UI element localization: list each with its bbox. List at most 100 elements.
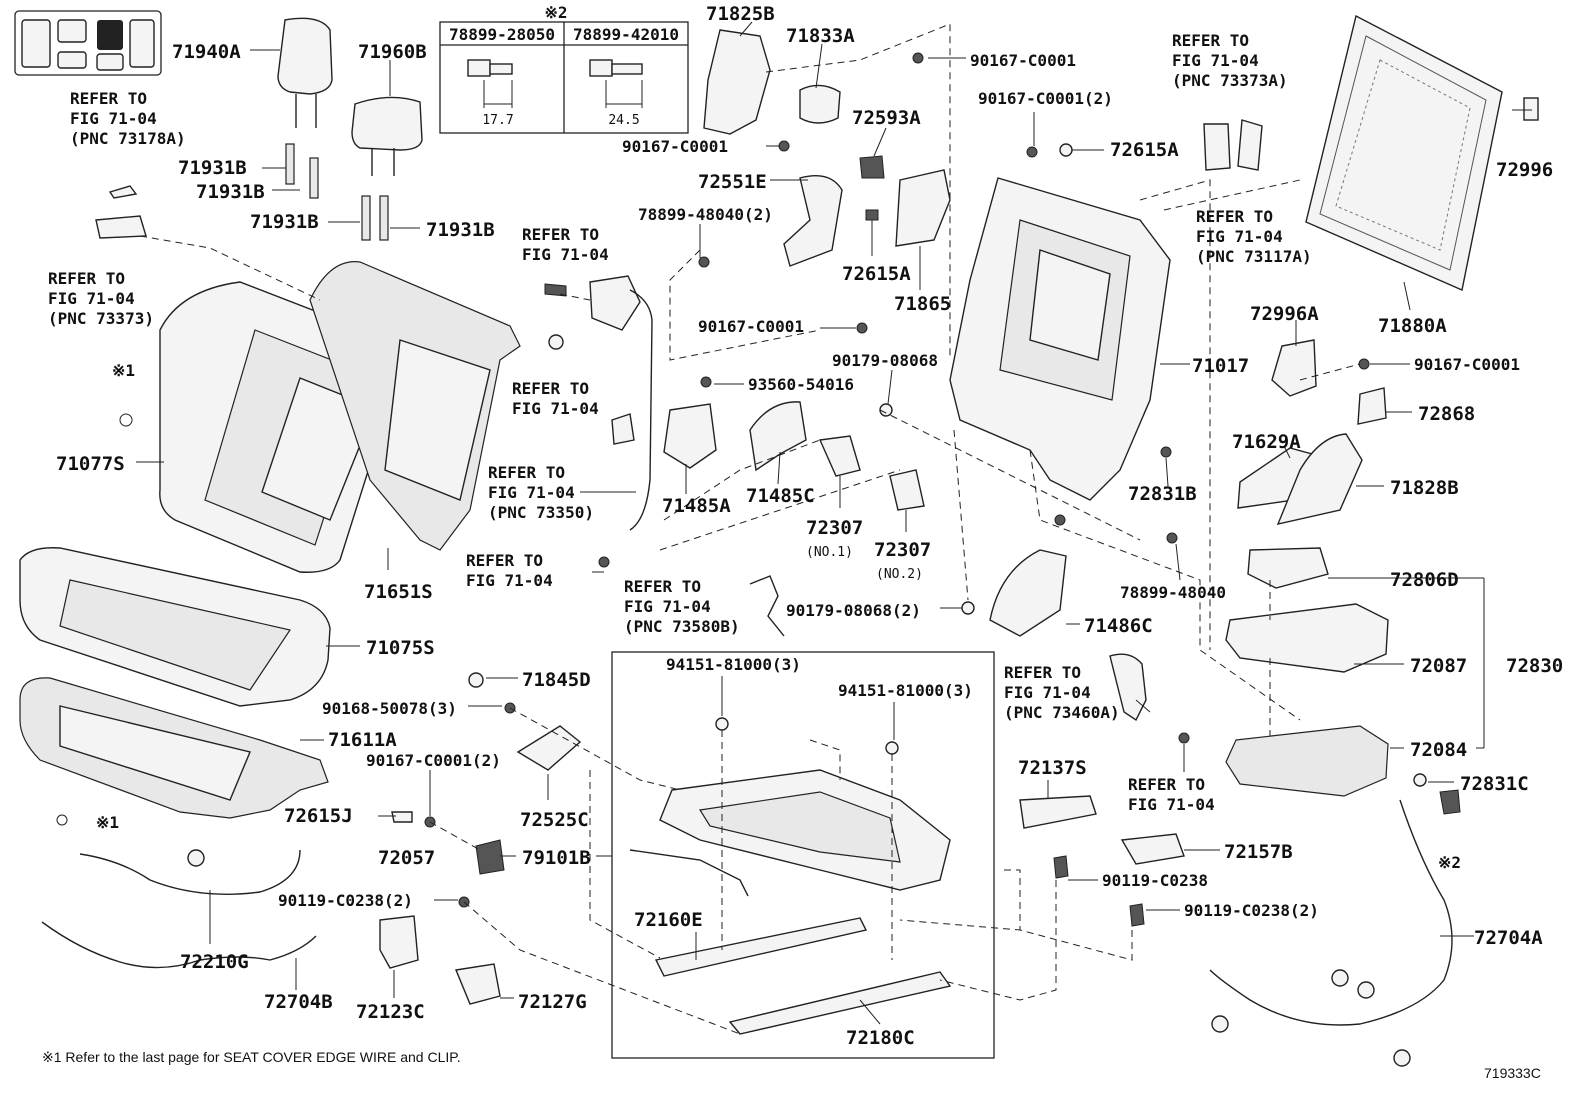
svg-text:(PNC 73350): (PNC 73350): [488, 503, 594, 522]
label-72160E: 72160E: [634, 909, 703, 931]
clip-ring-icon: [1211, 1015, 1229, 1033]
label-71931B-1: 71931B: [178, 157, 247, 179]
table-part-2: 78899-42010: [573, 25, 679, 44]
bolt-93560: [700, 376, 712, 388]
seat-rail-72160E: [654, 917, 868, 977]
label-71931B-2: 71931B: [196, 181, 265, 203]
label-90167-c2: 90167-C0001(2): [978, 89, 1113, 108]
bolt-icon: [598, 556, 610, 568]
headrest-71940A: [277, 17, 333, 128]
label-72996A: 72996A: [1250, 303, 1319, 325]
cover-72996A: [1271, 339, 1317, 397]
label-71865: 71865: [894, 293, 951, 315]
label-72704A: 72704A: [1474, 927, 1543, 949]
svg-text:REFER TO: REFER TO: [488, 463, 565, 482]
svg-text:REFER TO: REFER TO: [522, 225, 599, 244]
svg-text:FIG 71-04: FIG 71-04: [522, 245, 609, 264]
label-71931B-4: 71931B: [426, 219, 495, 241]
label-72996: 72996: [1496, 159, 1553, 181]
svg-text:REFER TO: REFER TO: [70, 89, 147, 108]
fastener-table: ※2 78899-28050 78899-42010 17.7 24.5: [439, 3, 689, 134]
label-90167-top: 90167-C0001: [970, 51, 1076, 70]
label-72615A-top: 72615A: [1110, 139, 1179, 161]
label-71825B: 71825B: [706, 3, 775, 25]
lock-71485C: [749, 401, 807, 472]
bolt-72831B: [1160, 446, 1172, 458]
label-72307-no2: 72307: [874, 539, 931, 561]
bolt-78899-48040: [1166, 532, 1178, 544]
label-71485C: 71485C: [746, 485, 815, 507]
refer-r7: REFER TO FIG 71-04 (PNC 73580B): [624, 577, 740, 636]
handle-71865: [895, 169, 951, 247]
table-note-mark: ※2: [544, 3, 567, 22]
label-90119-center: 90119-C0238: [1102, 871, 1208, 890]
refer-r6: REFER TO FIG 71-04: [466, 551, 553, 590]
label-72084: 72084: [1410, 739, 1467, 761]
label-72593A: 72593A: [852, 107, 921, 129]
cover-71825B: [703, 29, 771, 135]
label-71017: 71017: [1192, 355, 1249, 377]
label-72806D: 72806D: [1390, 569, 1459, 591]
bolt-90167-c2: [1026, 146, 1038, 158]
seat-frame-71611A: [19, 677, 329, 819]
label-72307-no1-note: (NO.1): [806, 545, 853, 560]
bolt-90119-right: [1129, 903, 1145, 927]
refer-r9: REFER TO FIG 71-04 (PNC 73117A): [1196, 207, 1312, 266]
svg-text:(PNC 73117A): (PNC 73117A): [1196, 247, 1312, 266]
svg-text:(PNC 73580B): (PNC 73580B): [624, 617, 740, 636]
svg-text:REFER TO: REFER TO: [1004, 663, 1081, 682]
bolt-90167-top: [778, 140, 790, 152]
label-72210G: 72210G: [180, 951, 249, 973]
cover-71486C: [989, 549, 1067, 637]
label-90167-c2-lower: 90167-C0001(2): [366, 751, 501, 770]
label-71828B: 71828B: [1390, 477, 1459, 499]
label-72615J: 72615J: [284, 805, 353, 827]
label-90179-2: 90179-08068(2): [786, 601, 921, 620]
label-71940A: 71940A: [172, 41, 241, 63]
label-72307-no1: 72307: [806, 517, 863, 539]
refer-r10: REFER TO FIG 71-04 (PNC 73460A): [1004, 663, 1120, 722]
bracket-73117A: [1237, 119, 1263, 171]
label-90167-mid: 90167-C0001: [698, 317, 804, 336]
bracket-73373A: [1203, 123, 1231, 171]
refer-r8: REFER TO FIG 71-04 (PNC 73373A): [1172, 31, 1288, 90]
refer-r11: REFER TO FIG 71-04: [1128, 775, 1215, 814]
hinge-72307-no1: [818, 435, 861, 477]
seatback-cover-71077S: [159, 281, 402, 573]
label-71075S: 71075S: [366, 637, 435, 659]
label-72057: 72057: [378, 847, 435, 869]
nut-icon: [548, 334, 564, 350]
svg-text:REFER TO: REFER TO: [466, 551, 543, 570]
wire-72704A: [1209, 799, 1453, 1026]
clip-72615A-top: [1059, 143, 1073, 157]
footnote: ※1 Refer to the last page for SEAT COVER…: [42, 1049, 461, 1065]
label-94151-a: 94151-81000(3): [666, 655, 801, 674]
svg-text:(PNC 73178A): (PNC 73178A): [70, 129, 186, 148]
label-72307-no2-note: (NO.2): [876, 567, 923, 582]
label-72525C: 72525C: [520, 809, 589, 831]
svg-text:FIG 71-04: FIG 71-04: [48, 289, 135, 308]
bolt-78899-48040-2: [698, 256, 710, 268]
label-72180C: 72180C: [846, 1027, 915, 1049]
cap-72868: [1357, 387, 1387, 425]
svg-text:FIG 71-04: FIG 71-04: [512, 399, 599, 418]
clip-ring-icon: [187, 849, 205, 867]
mark-1-upper: ※1: [112, 361, 135, 380]
label-71611A: 71611A: [328, 729, 397, 751]
cover-bracket: [95, 215, 147, 239]
mark-2: ※2: [1438, 853, 1461, 872]
table-dim-1: 17.7: [482, 113, 513, 128]
buckle-73580B: [749, 575, 785, 637]
bolt-90167-topright: [912, 52, 924, 64]
cover-72137S: [1019, 795, 1097, 829]
cover-72127G: [455, 963, 501, 1005]
cover-71833A: [799, 84, 841, 124]
label-72123C: 72123C: [356, 1001, 425, 1023]
guide-72551E: [783, 175, 843, 267]
diagram-id: 719333C: [1484, 1065, 1541, 1081]
svg-text:(PNC 73373A): (PNC 73373A): [1172, 71, 1288, 90]
svg-text:(PNC 73460A): (PNC 73460A): [1004, 703, 1120, 722]
label-72127G: 72127G: [518, 991, 587, 1013]
bolt-short-icon: [467, 59, 513, 108]
